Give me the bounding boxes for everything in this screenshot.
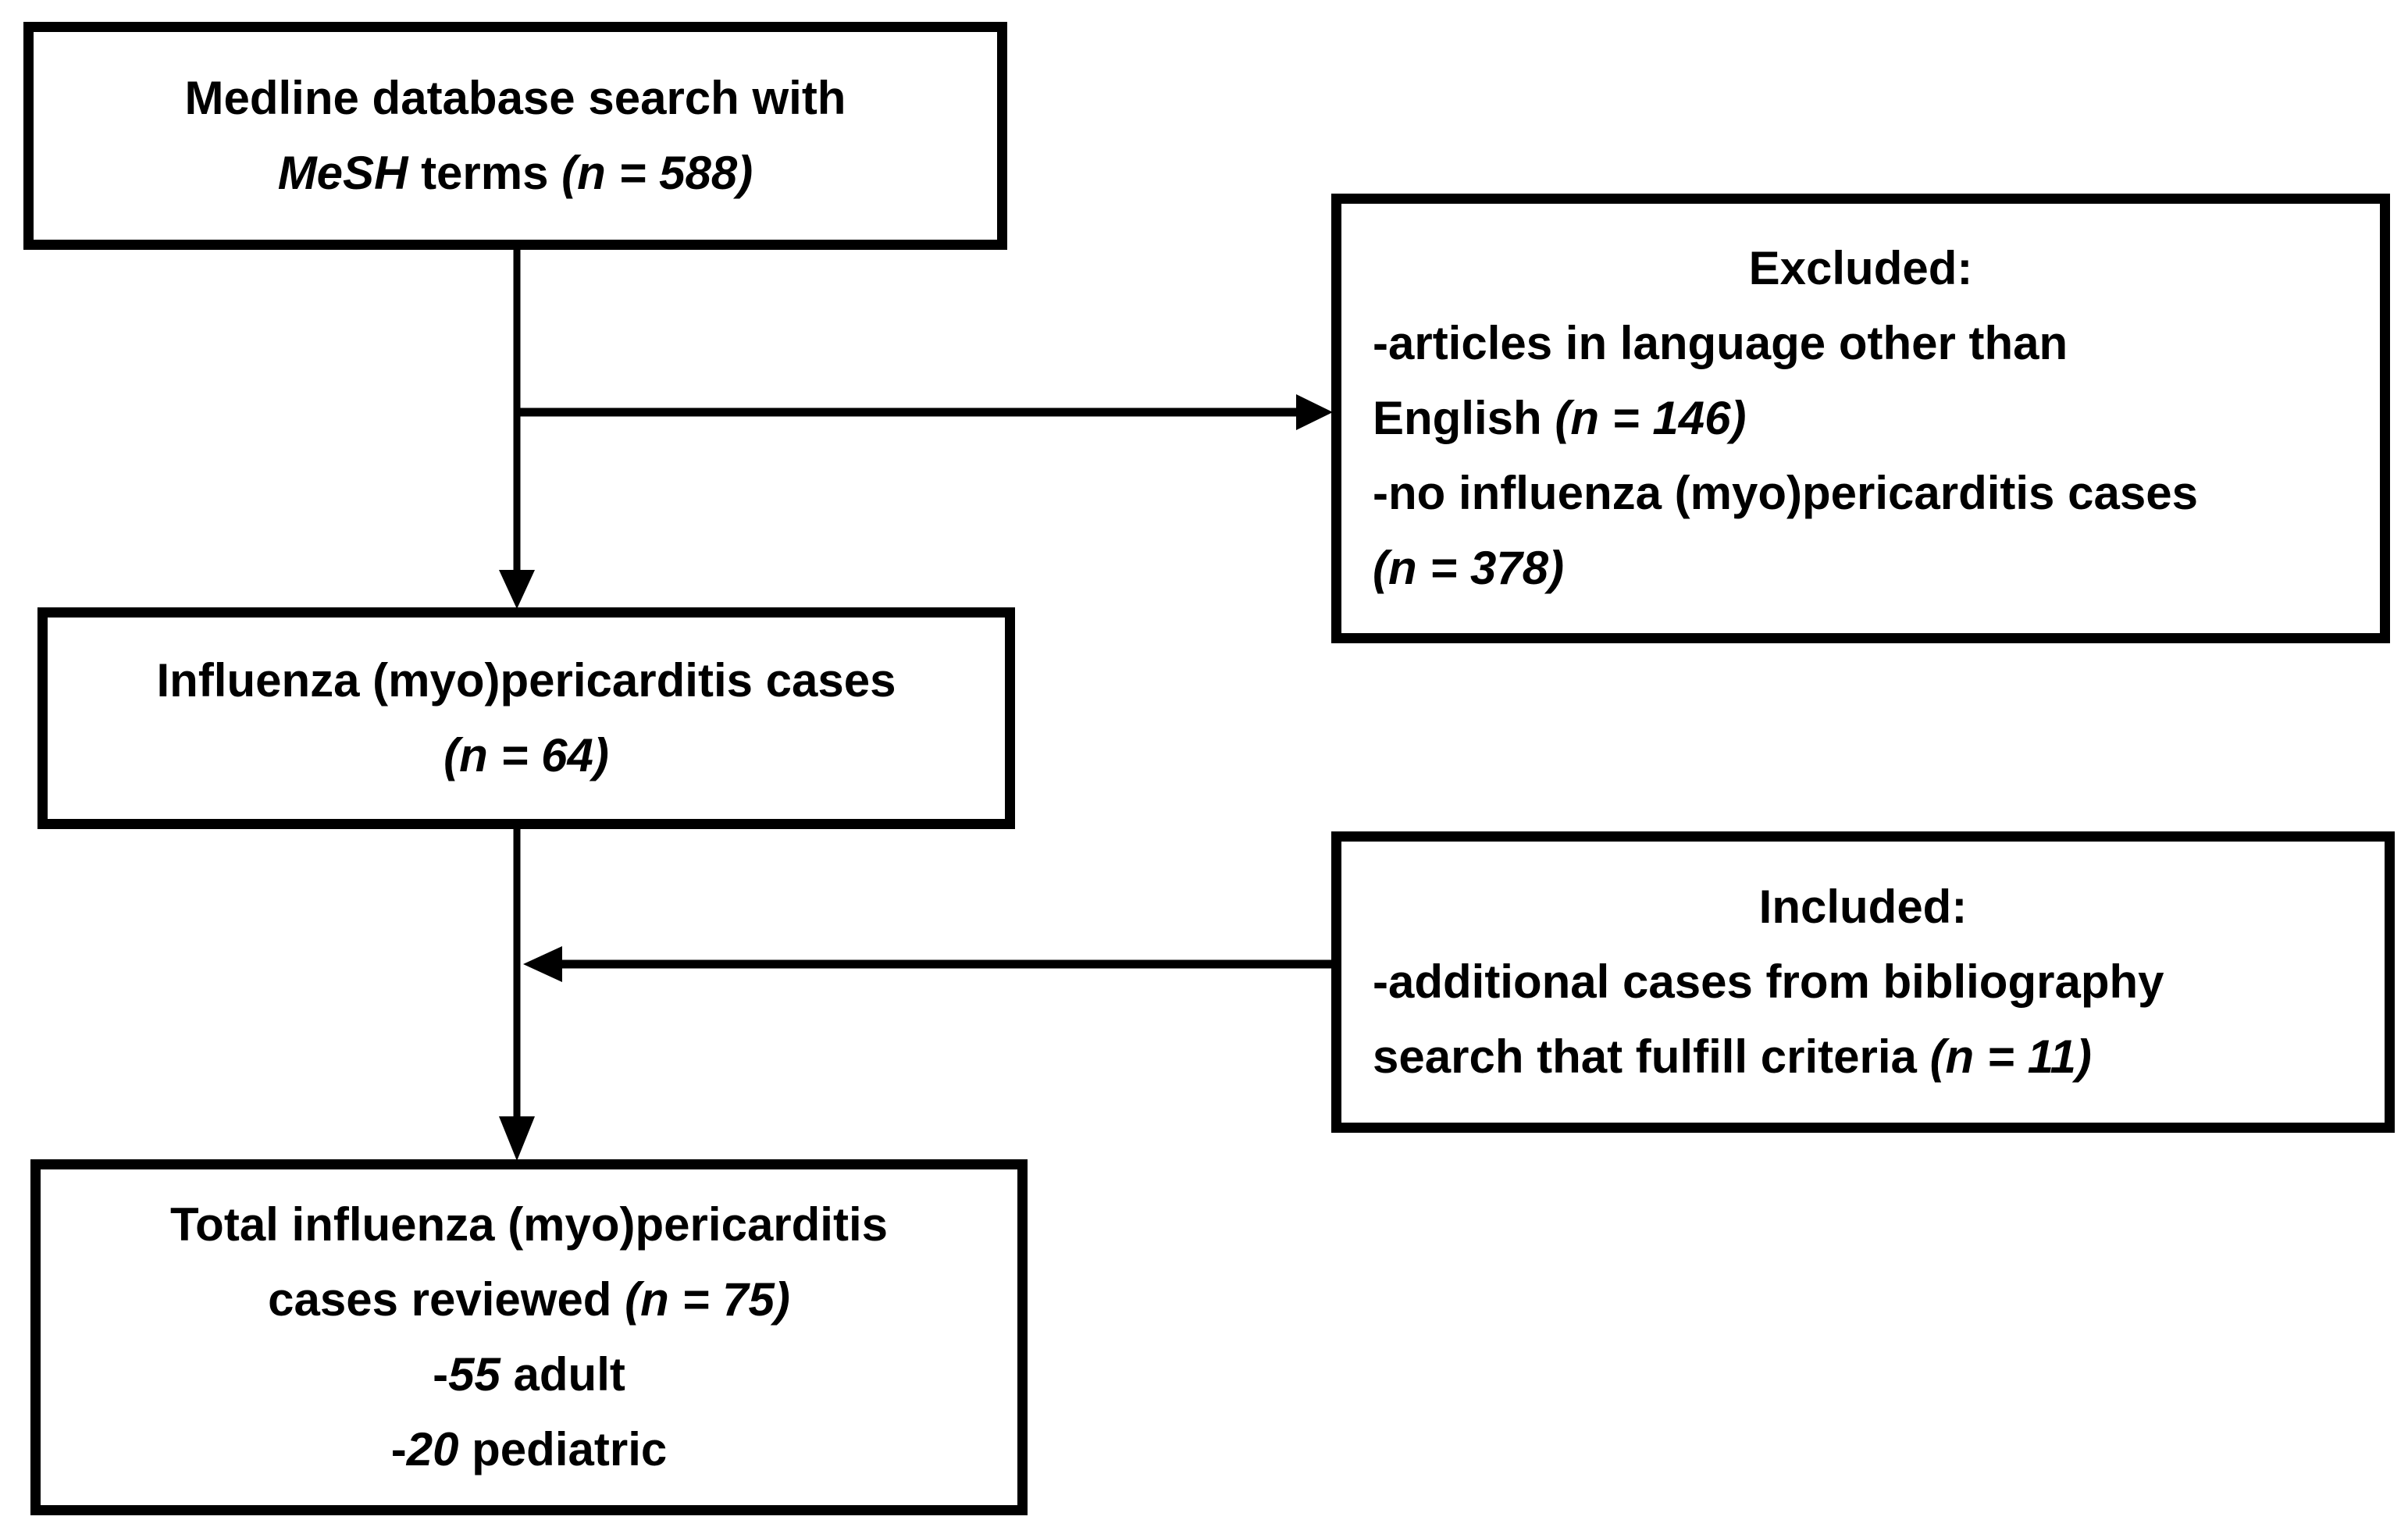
arrowhead-into-total-icon xyxy=(499,1116,535,1161)
total-adult-label: adult xyxy=(500,1348,625,1401)
medline-mesh-label: MeSH xyxy=(277,147,408,199)
included-title: Included: xyxy=(1758,881,1968,933)
arrowhead-into-excluded-icon xyxy=(1296,394,1333,430)
medline-terms-label: terms xyxy=(408,147,562,199)
box-included: Included: -additional cases from bibliog… xyxy=(1331,831,2395,1133)
box-influenza-cases: Influenza (myo)pericarditis cases (n = 6… xyxy=(37,607,1015,829)
excluded-item2-count: (n = 378) xyxy=(1373,542,1565,594)
excluded-item2-line1: -no influenza (myo)pericarditis cases xyxy=(1373,467,2198,519)
excluded-item2-line2: (n = 378) xyxy=(1373,531,2349,606)
box-excluded: Excluded: -articles in language other th… xyxy=(1331,194,2390,643)
box-total-reviewed: Total influenza (myo)pericarditis cases … xyxy=(30,1159,1028,1515)
included-item1-line1: -additional cases from bibliography xyxy=(1373,956,2164,1008)
total-line1: Total influenza (myo)pericarditis xyxy=(169,1198,888,1251)
total-line2: cases reviewed (n = 75) xyxy=(41,1262,1017,1337)
influenza-line1: Influenza (myo)pericarditis cases xyxy=(156,654,896,707)
excluded-title: Excluded: xyxy=(1748,242,1973,294)
included-item1-text: search that fulfill criteria xyxy=(1373,1030,1930,1083)
influenza-line2: (n = 64) xyxy=(48,718,1005,793)
total-line2-text: cases reviewed xyxy=(268,1273,625,1326)
medline-count: (n = 588) xyxy=(561,147,753,199)
medline-line2: MeSH terms (n = 588) xyxy=(34,136,997,211)
excluded-item1-line1: -articles in language other than xyxy=(1373,317,2068,369)
included-item1-line2: search that fulfill criteria (n = 11) xyxy=(1373,1020,2353,1095)
arrowhead-into-flow-icon xyxy=(523,946,562,982)
total-adult-dash: - xyxy=(433,1348,449,1401)
total-count: (n = 75) xyxy=(625,1273,790,1326)
influenza-count: (n = 64) xyxy=(443,729,609,781)
excluded-item1-text: English xyxy=(1373,392,1555,444)
medline-line1: Medline database search with xyxy=(184,72,846,124)
total-adult-count: 55 xyxy=(448,1348,500,1401)
total-adult-line: -55 adult xyxy=(41,1337,1017,1412)
excluded-item1-count: (n = 146) xyxy=(1555,392,1747,444)
arrowhead-into-influenza-icon xyxy=(499,570,535,609)
total-pediatric-count: 20 xyxy=(406,1423,459,1475)
box-medline-search: Medline database search with MeSH terms … xyxy=(23,22,1007,250)
excluded-item1-line2: English (n = 146) xyxy=(1373,381,2349,456)
included-item1-count: (n = 11) xyxy=(1929,1030,2092,1083)
total-pediatric-line: -20 pediatric xyxy=(41,1412,1017,1487)
total-pediatric-dash: - xyxy=(390,1423,407,1475)
total-pediatric-label: pediatric xyxy=(458,1423,668,1475)
